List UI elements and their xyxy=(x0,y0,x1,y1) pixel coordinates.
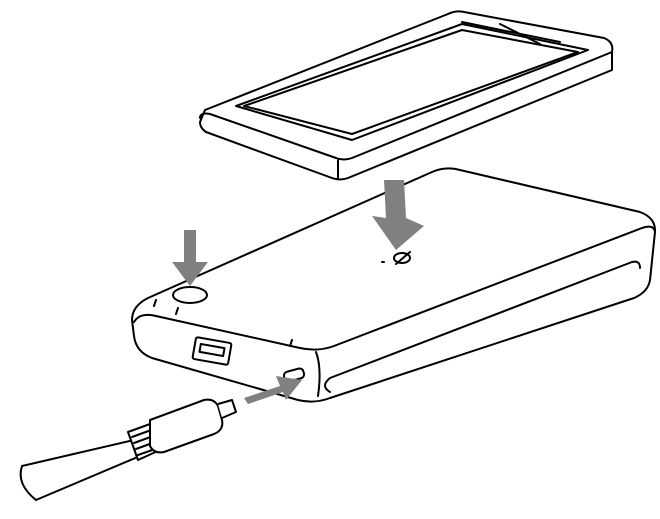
arrow-down-icon xyxy=(372,180,424,250)
qi-wireless-charging-icon xyxy=(381,251,411,265)
usb-cable-illustration xyxy=(19,398,237,501)
usb-port-icon xyxy=(191,336,233,366)
power-button xyxy=(172,286,208,304)
arrow-insert-icon xyxy=(244,376,302,404)
arrow-down-icon xyxy=(172,230,208,286)
battery-pack-illustration xyxy=(131,167,657,403)
phone-illustration xyxy=(199,10,614,181)
